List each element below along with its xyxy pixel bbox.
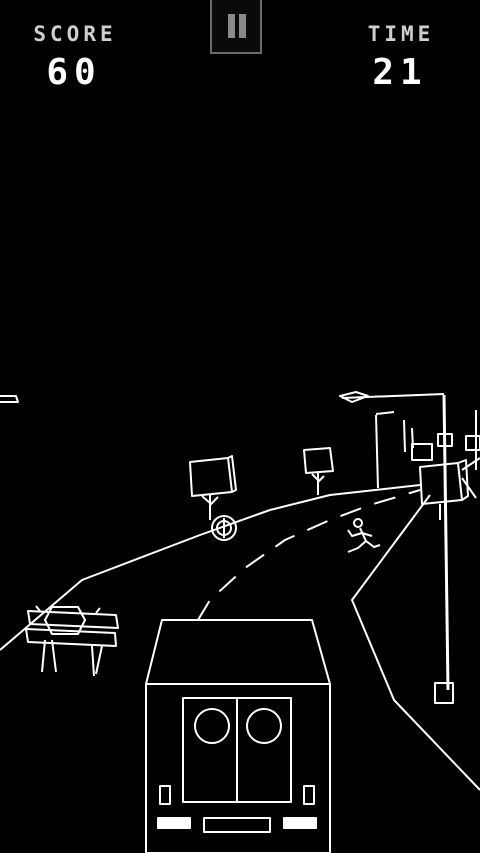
pause-button[interactable]: [210, 0, 262, 54]
time-value: 21: [372, 52, 428, 93]
running-pedestrian: [347, 518, 381, 553]
time-label: TIME: [367, 22, 435, 46]
coin: [211, 515, 237, 541]
sign-box-left: [189, 455, 237, 520]
road-barricade: [25, 605, 119, 677]
street-lamp-far: [375, 410, 477, 489]
score-value: 60: [46, 52, 102, 93]
sign-box-middle: [303, 447, 334, 495]
street-lamp-near: [339, 391, 454, 704]
street-lamp-left: [0, 395, 19, 403]
score-label: SCORE: [33, 22, 117, 46]
pause-icon-bar-left: [228, 14, 235, 38]
road-right-edge: [351, 494, 480, 791]
pause-icon-bar-right: [239, 14, 246, 38]
road: [0, 484, 480, 791]
player-bus: [145, 619, 331, 853]
road-center-dashes: [197, 489, 421, 621]
